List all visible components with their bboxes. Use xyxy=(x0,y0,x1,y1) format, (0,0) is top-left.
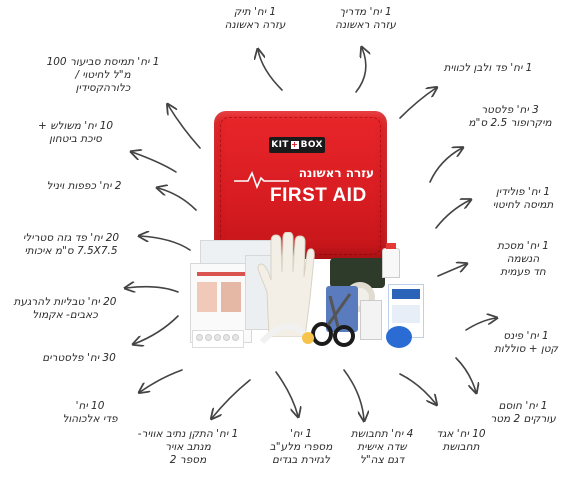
supply-blue-cap xyxy=(386,326,412,348)
arrow-plasters xyxy=(134,315,179,344)
label-guide: 1 יח' מדריך עזרה ראשונה xyxy=(335,6,396,31)
airway-icon xyxy=(259,323,314,345)
label-mask: 1 יח' מסכת הנשמה חד פעמית xyxy=(497,240,549,278)
arrow-elastic xyxy=(399,373,436,404)
arrow-micropore xyxy=(429,148,462,183)
arrow-tourniquet xyxy=(455,357,476,392)
label-tape: 1 יח' פד ולבן לכווית xyxy=(443,62,533,74)
supply-bandage-roll xyxy=(360,300,382,340)
arrow-airway xyxy=(212,379,251,418)
kitbox-logo: KIT + BOX xyxy=(269,137,325,153)
label-burn-gel: 20 יח' טבליות להרגעת כאבים- אקמול xyxy=(13,296,117,321)
arrow-tape xyxy=(399,88,436,119)
heartbeat-icon xyxy=(234,170,289,189)
arrow-scissors xyxy=(132,152,177,173)
label-scissors: 10 יח' משולש + סיכת ביטחון xyxy=(37,120,114,145)
supply-blue-box xyxy=(326,286,358,332)
label-elastic: 10 יח' אגד תחבושת xyxy=(436,428,486,453)
arrow-bag-case xyxy=(258,50,283,91)
label-micropore: 3 יח' פלסטר מיקרופור 2.5 ס"מ xyxy=(468,104,552,129)
supply-spray-bottle xyxy=(382,243,400,278)
arrow-gloves xyxy=(158,188,197,211)
arrow-scissors-bandage xyxy=(275,371,298,416)
arrow-alcohol xyxy=(140,369,183,392)
arrow-guide xyxy=(355,48,366,93)
arrow-mask xyxy=(437,264,466,277)
arrow-tweezers xyxy=(465,318,496,331)
bag-title-english: FIRST AID xyxy=(270,185,367,206)
bag-title-hebrew: עזרה ראשונה xyxy=(298,166,374,180)
label-bag-case: 1 יח' תיק עזרה ראשונה xyxy=(224,6,286,31)
label-gloves: 2 יח' כפפות ויניל xyxy=(46,180,122,192)
label-chlorhexidine: 1 יח' תמיסת סביעור 100 מ"ל לחיטוי / כלור… xyxy=(46,56,160,94)
label-tweezers: 1 יח' פינס קטן + סוללות xyxy=(494,330,558,355)
logo-box-text: BOX xyxy=(300,140,323,150)
arrow-povidone xyxy=(435,200,470,229)
logo-kit-text: KIT xyxy=(271,140,289,150)
arrow-burn-gel xyxy=(126,287,179,292)
label-povidone: 1 יח' פולידין תמיסה לחיטוי xyxy=(492,186,554,211)
label-tourniquet: 1 יח' חוסם עורקים 2 מטר xyxy=(490,400,556,425)
label-scissors-bandage: 1 יח' מספרי מלע"ב לגזירת בגדים xyxy=(269,428,333,466)
logo-cross-icon: + xyxy=(290,140,299,149)
arrow-bandage-idf xyxy=(343,369,364,420)
arrow-gauze xyxy=(140,236,191,251)
label-bandage-idf: 4 יח' תחבושת שדה אישית דגם צה"ל xyxy=(350,428,414,466)
label-alcohol-pads: 10 יח' פדי אלכוהול xyxy=(62,400,118,425)
label-gauze: 20 יח' פד גזה סטרילי 7.5X7.5 ס"מ איכותי xyxy=(22,232,120,257)
supply-tablets xyxy=(192,330,244,348)
label-airway: 1 יח' התקן נתיב אוויר- מנתב אויר מספר 2 xyxy=(137,428,239,466)
vinyl-glove-icon xyxy=(257,232,315,337)
scissors-icon xyxy=(311,293,355,347)
label-plasters: 30 יח' פלסטרים xyxy=(42,352,116,364)
arrow-chlorhexidine xyxy=(168,105,201,149)
